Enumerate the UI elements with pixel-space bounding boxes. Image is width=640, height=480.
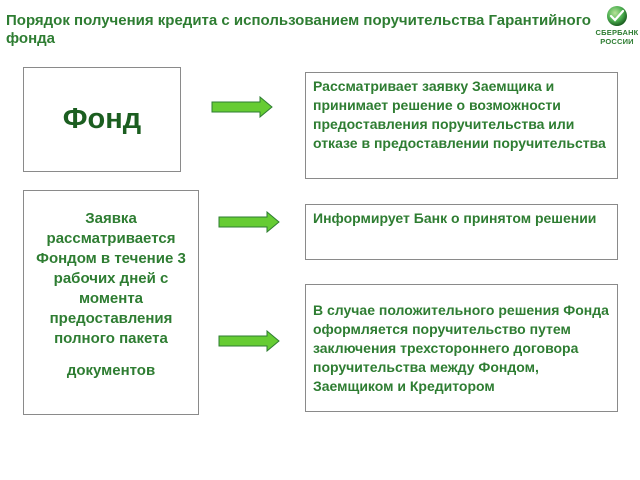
bank-notify-text: Информирует Банк о принятом решении [313,210,597,226]
fund-label: Фонд [62,103,142,135]
sberbank-logo-icon [607,6,627,26]
right-arrow-icon [211,96,273,118]
page-title: Порядок получения кредита с использовани… [6,12,591,47]
application-text: Заявка рассматривается Фондом в течение … [36,210,186,347]
bank-notify-box: Информирует Банк о принятом решении [305,204,618,260]
fund-box: Фонд [23,67,181,172]
right-arrow-icon [218,211,280,233]
right-arrow-icon [218,330,280,352]
application-box: Заявка рассматривается Фондом в течение … [23,190,199,415]
guarantee-contract-box: В случае положительного решения Фонда оф… [305,284,618,412]
fund-review-text: Рассматривает заявку Заемщика и принимае… [313,78,606,151]
application-text-2: документов [66,362,156,379]
fund-review-box: Рассматривает заявку Заемщика и принимае… [305,72,618,179]
logo-text: СБЕРБАНК РОССИИ [595,28,639,46]
guarantee-contract-text: В случае положительного решения Фонда оф… [313,302,609,394]
